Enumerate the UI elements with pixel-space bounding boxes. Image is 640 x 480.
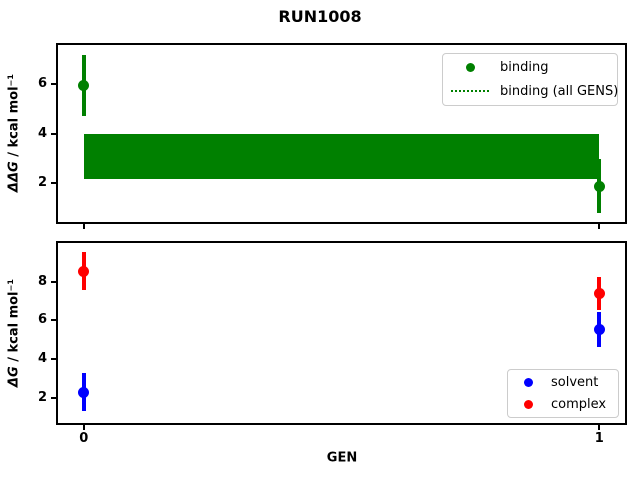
legend-dotted-line-icon xyxy=(447,90,493,93)
bottom-y-tick-label: 4 xyxy=(37,351,47,367)
top-y-tick-mark xyxy=(51,132,56,135)
legend-label: solvent xyxy=(551,375,599,391)
top-y-tick-mark xyxy=(51,181,56,184)
top-y-tick-mark xyxy=(51,83,56,86)
legend-dot-icon xyxy=(447,63,493,73)
bottom-axes-frame xyxy=(56,241,627,425)
bottom-y-tick-mark xyxy=(51,319,56,322)
bottom-legend: solvent complex xyxy=(507,369,619,418)
complex-point xyxy=(593,287,605,299)
legend-entry-binding-all-gens-: binding (all GENS) xyxy=(447,80,618,104)
binding-all-gens-band xyxy=(83,133,600,179)
solvent-point xyxy=(593,323,605,335)
bottom-y-tick-mark xyxy=(51,280,56,283)
bottom-x-tick-mark xyxy=(82,425,85,430)
top-x-tick-mark xyxy=(82,224,85,229)
legend-marker xyxy=(523,378,533,388)
legend-entry-solvent: solvent xyxy=(512,372,614,394)
legend-line xyxy=(451,90,489,93)
legend-label: binding xyxy=(500,60,549,76)
x-axis-label: GEN xyxy=(326,450,358,466)
legend-dot-icon xyxy=(512,378,544,388)
top-y-tick-label: 2 xyxy=(37,174,47,190)
top-legend: binding binding (all GENS) xyxy=(442,53,618,106)
legend-dot-icon xyxy=(512,399,544,409)
legend-entry-binding: binding xyxy=(447,56,613,80)
bottom-y-tick-label: 8 xyxy=(37,273,47,289)
bottom-x-tick-mark xyxy=(598,425,601,430)
top-y-tick-label: 6 xyxy=(37,76,47,92)
legend-entry-complex: complex xyxy=(512,394,614,416)
legend-marker xyxy=(465,63,475,73)
solvent-point xyxy=(78,386,90,398)
x-tick-label: 0 xyxy=(79,431,89,446)
bottom-y-tick-mark xyxy=(51,358,56,361)
bottom-y-tick-label: 6 xyxy=(37,312,47,328)
bottom-y-tick-label: 2 xyxy=(37,389,47,405)
delta-g-symbol: ΔG xyxy=(6,366,22,388)
binding-point xyxy=(78,80,90,92)
top-axes-frame xyxy=(56,43,627,224)
legend-marker xyxy=(523,399,533,409)
binding-point xyxy=(593,180,605,192)
legend-label: binding (all GENS) xyxy=(500,83,619,99)
x-tick-label: 1 xyxy=(594,431,604,446)
bottom-y-tick-mark xyxy=(51,396,56,399)
figure-title: RUN1008 xyxy=(278,7,362,26)
top-y-tick-label: 4 xyxy=(37,125,47,141)
complex-point xyxy=(78,265,90,277)
bottom-y-axis-label: ΔG / kcal mol⁻¹ xyxy=(7,279,22,387)
top-x-tick-mark xyxy=(598,224,601,229)
legend-label: complex xyxy=(551,396,607,412)
